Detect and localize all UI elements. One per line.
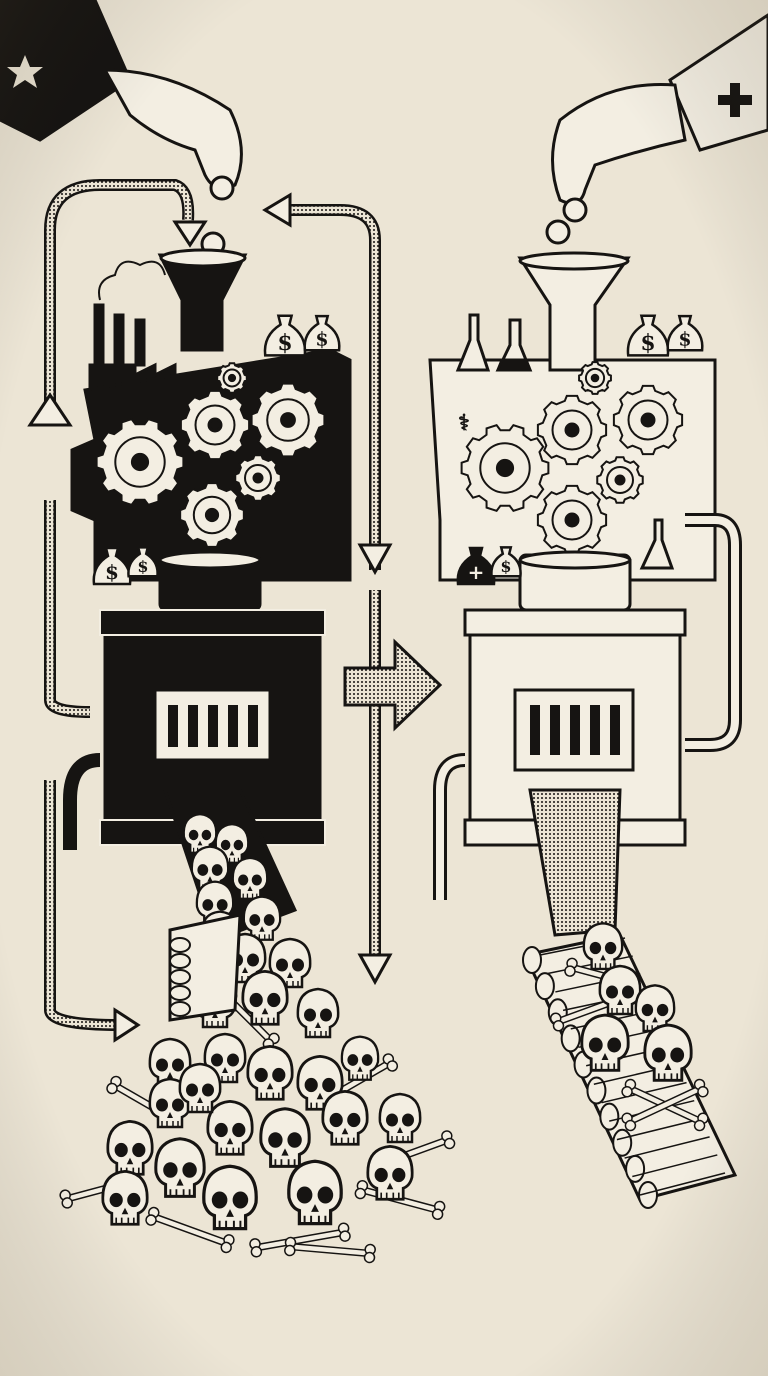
skull-icon <box>242 895 282 941</box>
arrowhead-icon <box>357 543 393 576</box>
bag-symbol: $ <box>315 329 328 351</box>
skull-icon <box>154 1137 206 1198</box>
gear-icon <box>179 482 245 548</box>
bag-symbol: $ <box>640 330 655 356</box>
skull-icon <box>101 1170 149 1226</box>
gear-icon <box>460 423 550 513</box>
roller <box>599 1102 620 1131</box>
money-bag-icon: $ <box>303 314 341 352</box>
money-bag-icon: $ <box>626 314 670 357</box>
coin-icon <box>562 197 588 223</box>
skull-icon <box>202 1164 258 1231</box>
gear-icon <box>216 362 248 394</box>
roller <box>560 1024 581 1053</box>
roller <box>612 1128 633 1157</box>
arrowhead-icon <box>172 220 208 248</box>
gear-icon <box>179 389 251 461</box>
bag-symbol: $ <box>500 557 511 576</box>
skull-icon <box>206 1100 254 1156</box>
bag-symbol: + <box>468 560 485 584</box>
arrowhead-icon <box>27 392 73 427</box>
left-hand-with-coin <box>0 0 243 201</box>
flask-icon <box>455 313 491 372</box>
bag-symbol: $ <box>678 329 691 351</box>
skull-icon <box>378 1092 422 1144</box>
transformation-arrow <box>343 638 443 732</box>
gear-icon <box>250 382 326 458</box>
gear-icon <box>95 417 185 507</box>
arrowhead-icon <box>357 953 393 986</box>
roller <box>522 946 542 974</box>
right-hand-with-coin <box>551 13 768 223</box>
gear-icon <box>536 394 608 466</box>
skull-icon <box>259 1107 311 1168</box>
factory-icon <box>88 260 177 397</box>
skull-icon <box>246 1045 294 1101</box>
skull-icon <box>106 1120 154 1176</box>
skull-icon <box>287 1159 343 1226</box>
money-bag-icon: $ <box>666 314 704 352</box>
gear-icon <box>536 484 608 556</box>
bag-symbol: $ <box>105 560 119 584</box>
gear-icon <box>234 454 282 502</box>
bag-symbol: $ <box>137 557 148 576</box>
roller <box>625 1154 646 1183</box>
left-conveyor-belt <box>168 913 242 1022</box>
coin-icon <box>545 219 571 245</box>
coin-icon <box>209 175 235 201</box>
flask-icon <box>495 318 533 372</box>
arrowhead-icon <box>113 1007 141 1043</box>
skull-icon <box>321 1090 369 1146</box>
bag-symbol: $ <box>277 330 292 356</box>
gear-icon <box>612 384 684 456</box>
gear-icon <box>596 456 644 504</box>
money-bag-icon: $ <box>263 314 307 357</box>
skull-icon <box>296 987 340 1039</box>
caduceus-icon: ⚕ <box>458 410 470 436</box>
roller <box>534 972 555 1001</box>
gear-icon <box>578 361 612 395</box>
arrowhead-icon <box>262 192 292 228</box>
